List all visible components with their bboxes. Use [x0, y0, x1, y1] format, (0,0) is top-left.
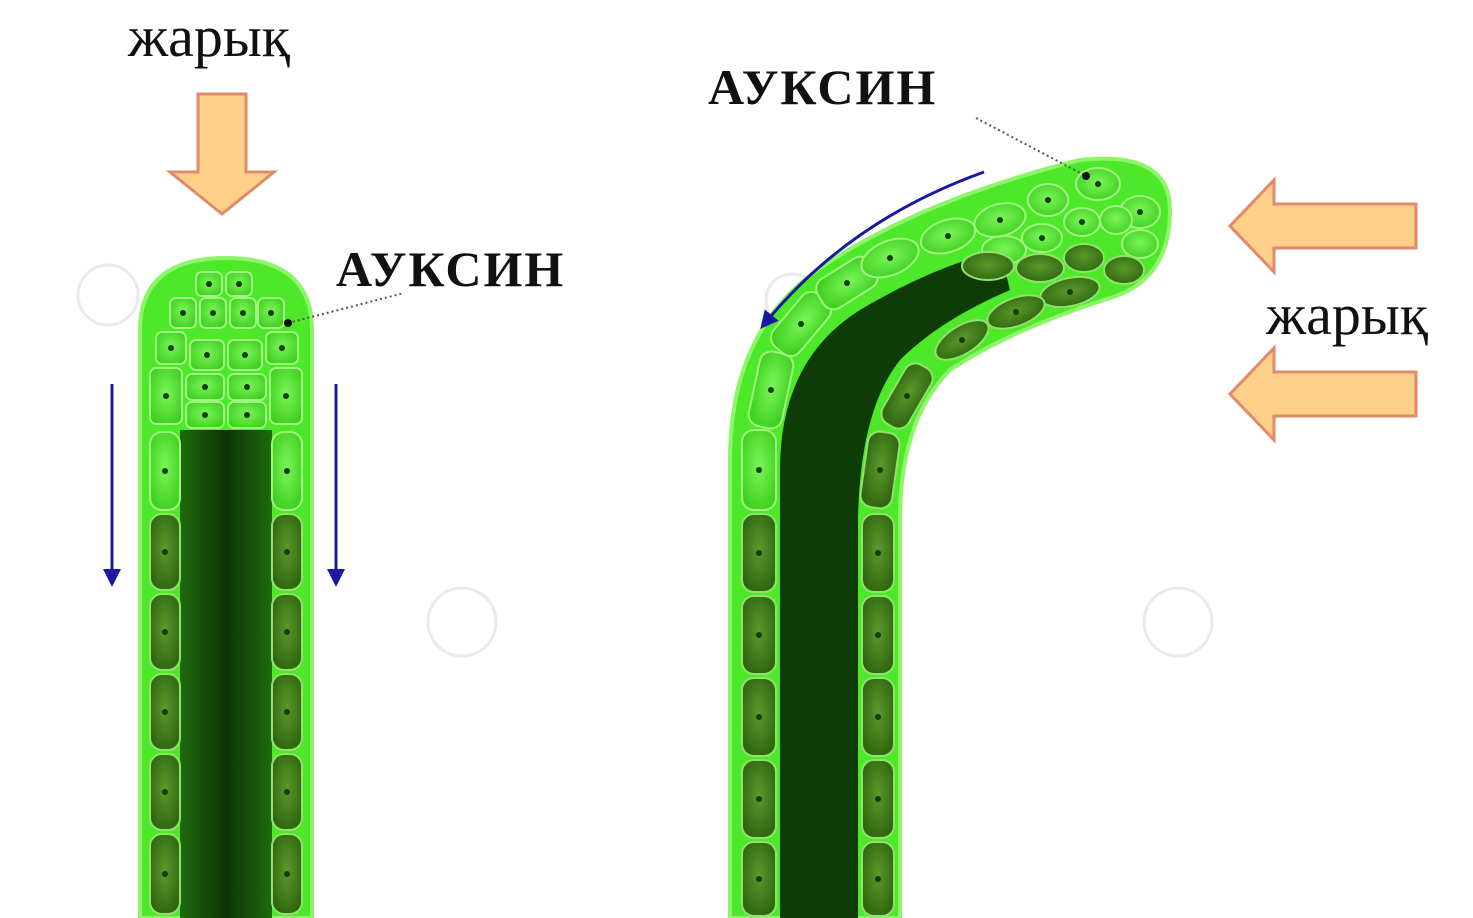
left-light-label: жарық: [127, 4, 291, 69]
left-auxin-dot: [284, 319, 292, 327]
left-shoot-core: [180, 430, 272, 918]
right-auxin-dot: [1082, 172, 1090, 180]
right-light-label: жарық: [1265, 282, 1429, 347]
right-auxin-label: АУКСИН: [708, 59, 937, 115]
right-light-arrow-top: [1230, 180, 1416, 272]
left-auxin-label: АУКСИН: [336, 241, 565, 297]
right-light-arrow-bottom: [1230, 348, 1416, 440]
right-shoot-panel: АУКСИН: [708, 59, 1429, 918]
left-shoot-panel: жарық: [112, 4, 565, 918]
left-light-arrow: [170, 94, 274, 214]
right-auxin-pointer: [976, 118, 1086, 176]
